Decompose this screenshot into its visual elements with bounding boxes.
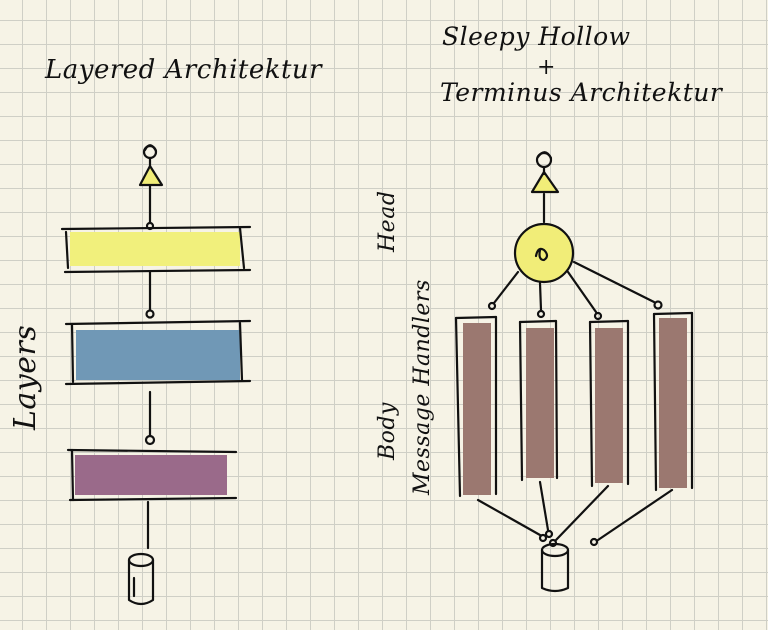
message-handler-2 bbox=[518, 319, 559, 482]
handlers-to-db-lines bbox=[476, 480, 674, 548]
left-diagram-title: Layered Architektur bbox=[45, 55, 323, 85]
connector-dot bbox=[144, 434, 156, 446]
right-diagram-title-line2: Terminus Architektur bbox=[440, 78, 723, 107]
connector-dot bbox=[145, 309, 155, 319]
message-handler-3 bbox=[588, 319, 630, 488]
user-icon bbox=[138, 144, 164, 187]
purple-layer bbox=[66, 448, 238, 502]
database-icon bbox=[540, 542, 570, 593]
user-icon bbox=[530, 151, 560, 194]
head-to-handlers-lines bbox=[487, 260, 663, 321]
right-diagram-title-line1: Sleepy Hollow bbox=[442, 22, 631, 51]
message-handler-1 bbox=[454, 315, 498, 498]
head-node bbox=[513, 222, 575, 284]
blue-layer bbox=[64, 319, 252, 386]
right-diagram-title-plus: + bbox=[537, 55, 556, 80]
database-icon bbox=[127, 552, 155, 606]
yellow-layer bbox=[60, 225, 252, 274]
message-handler-4 bbox=[652, 311, 694, 492]
